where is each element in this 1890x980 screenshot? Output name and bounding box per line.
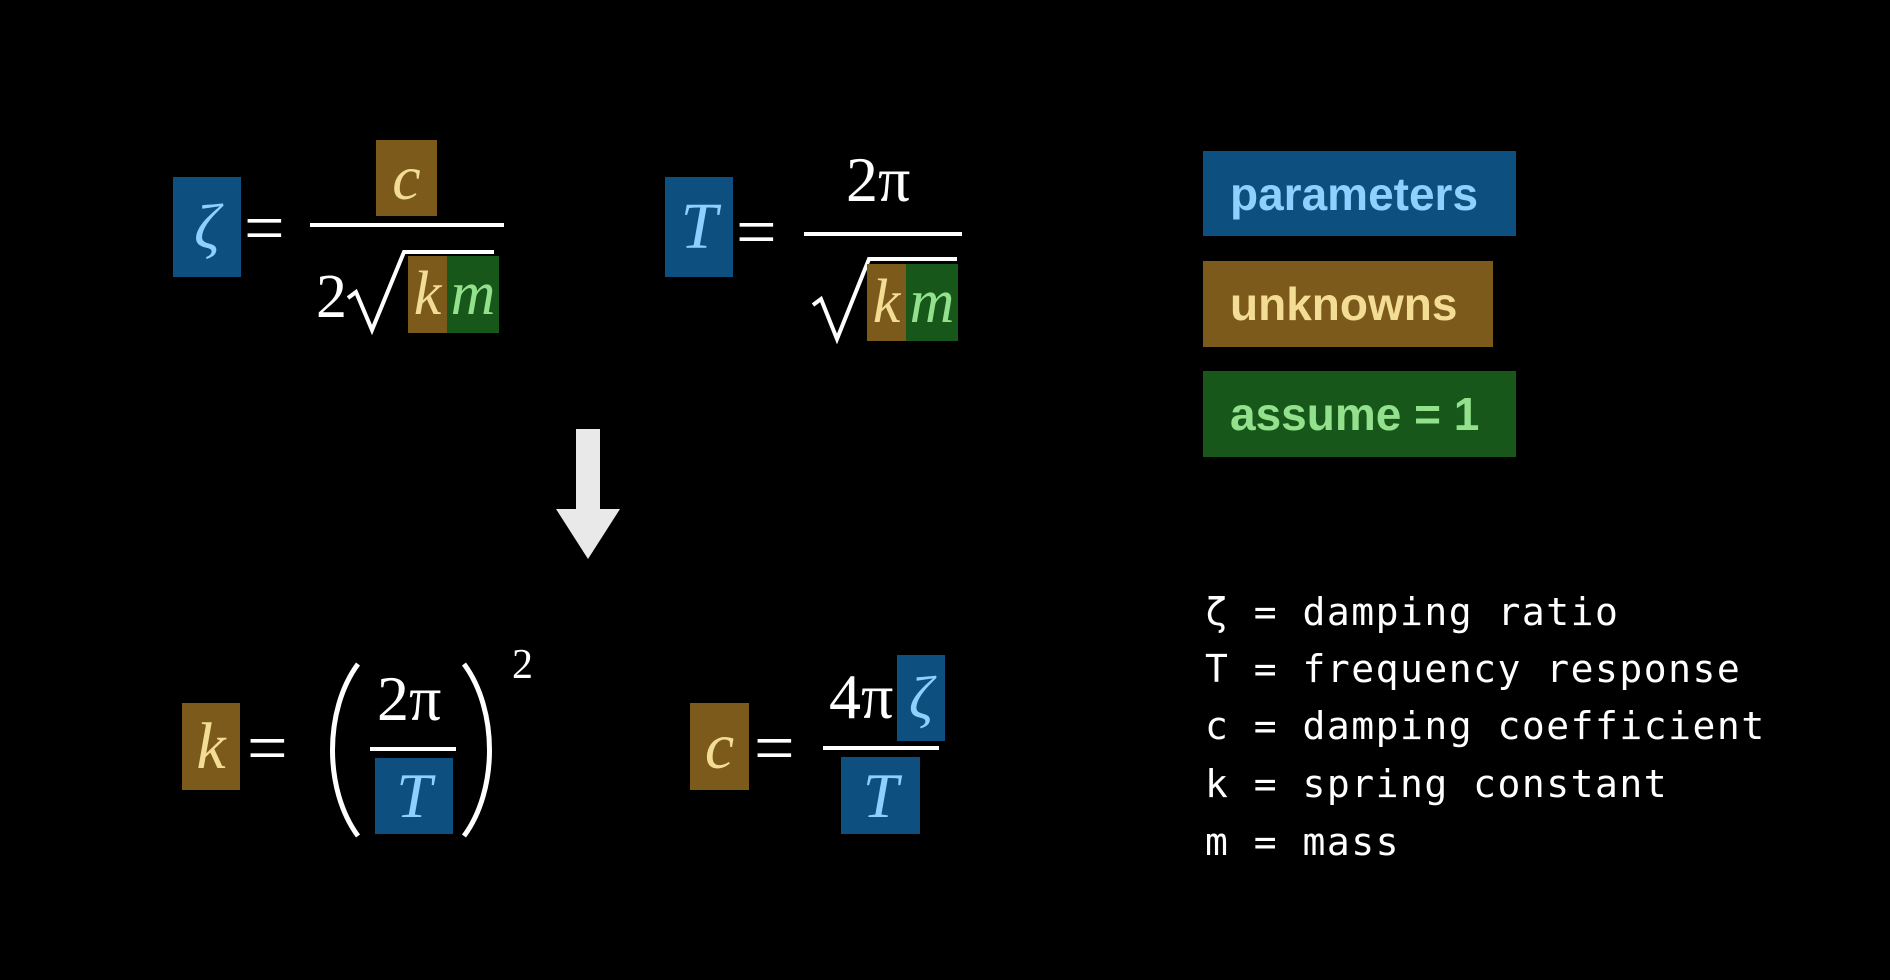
k-symbol: k bbox=[872, 268, 901, 336]
definition-t: T = frequency response bbox=[1205, 647, 1742, 691]
legend-unknowns-label: unknowns bbox=[1230, 278, 1458, 330]
legend-assume-label: assume = 1 bbox=[1230, 388, 1480, 440]
square-root-sign bbox=[346, 250, 494, 336]
radicand-m-box: m bbox=[447, 256, 499, 333]
two-pi-text: 2π bbox=[846, 144, 911, 215]
m-symbol: m bbox=[450, 260, 496, 328]
equals-sign: = bbox=[736, 192, 777, 272]
legend-parameters-label: parameters bbox=[1230, 167, 1479, 220]
t-symbol: T bbox=[396, 760, 432, 831]
definition-zeta: ζ = damping ratio bbox=[1205, 590, 1620, 634]
denominator-coefficient: 2 bbox=[316, 263, 347, 331]
zeta-lhs-box: ζ bbox=[173, 177, 241, 277]
numerator-two-pi: 2π bbox=[377, 667, 441, 731]
exponent: 2 bbox=[512, 642, 533, 688]
fraction-bar bbox=[370, 747, 456, 751]
k-lhs-box: k bbox=[182, 703, 240, 790]
right-parenthesis bbox=[461, 662, 492, 838]
radicand-k-box: k bbox=[408, 256, 447, 333]
radicand-m-box: m bbox=[906, 264, 958, 341]
legend-assume: assume = 1 bbox=[1203, 371, 1516, 457]
equals-sign: = bbox=[247, 708, 288, 788]
c-lhs-box: c bbox=[690, 703, 749, 790]
two-pi-text: 2π bbox=[377, 663, 442, 734]
fraction-bar bbox=[310, 223, 504, 227]
zeta-symbol: ζ bbox=[194, 191, 220, 262]
zeta-symbol: ζ bbox=[908, 664, 934, 731]
c-symbol: c bbox=[704, 709, 735, 783]
m-symbol: m bbox=[909, 268, 955, 336]
fraction-bar bbox=[823, 746, 939, 750]
equals-sign: = bbox=[244, 188, 285, 268]
fraction-bar bbox=[804, 232, 962, 236]
legend-parameters: parameters bbox=[1203, 151, 1516, 236]
definition-c: c = damping coefficient bbox=[1205, 704, 1766, 748]
t-symbol: T bbox=[862, 759, 899, 831]
definition-k: k = spring constant bbox=[1205, 762, 1669, 806]
radicand-k-box: k bbox=[867, 264, 906, 341]
definition-m: m = mass bbox=[1205, 820, 1401, 864]
numerator-zeta-box: ζ bbox=[897, 655, 945, 741]
denominator-t-box: T bbox=[841, 757, 920, 834]
t-lhs-box: T bbox=[665, 177, 733, 277]
t-symbol: T bbox=[680, 190, 718, 263]
numerator-c-box: c bbox=[376, 140, 437, 216]
k-symbol: k bbox=[413, 260, 442, 328]
numerator-four-pi: 4π bbox=[829, 665, 893, 729]
legend-unknowns: unknowns bbox=[1203, 261, 1493, 347]
numerator-two-pi: 2π bbox=[846, 148, 910, 212]
k-symbol: k bbox=[196, 709, 226, 783]
four-pi-text: 4π bbox=[829, 661, 894, 732]
equals-sign: = bbox=[754, 708, 795, 788]
left-parenthesis bbox=[330, 662, 361, 838]
square-root-sign bbox=[811, 257, 957, 345]
c-symbol: c bbox=[392, 142, 421, 213]
denominator-t-box: T bbox=[375, 758, 453, 834]
arrow-down-icon bbox=[556, 429, 620, 559]
